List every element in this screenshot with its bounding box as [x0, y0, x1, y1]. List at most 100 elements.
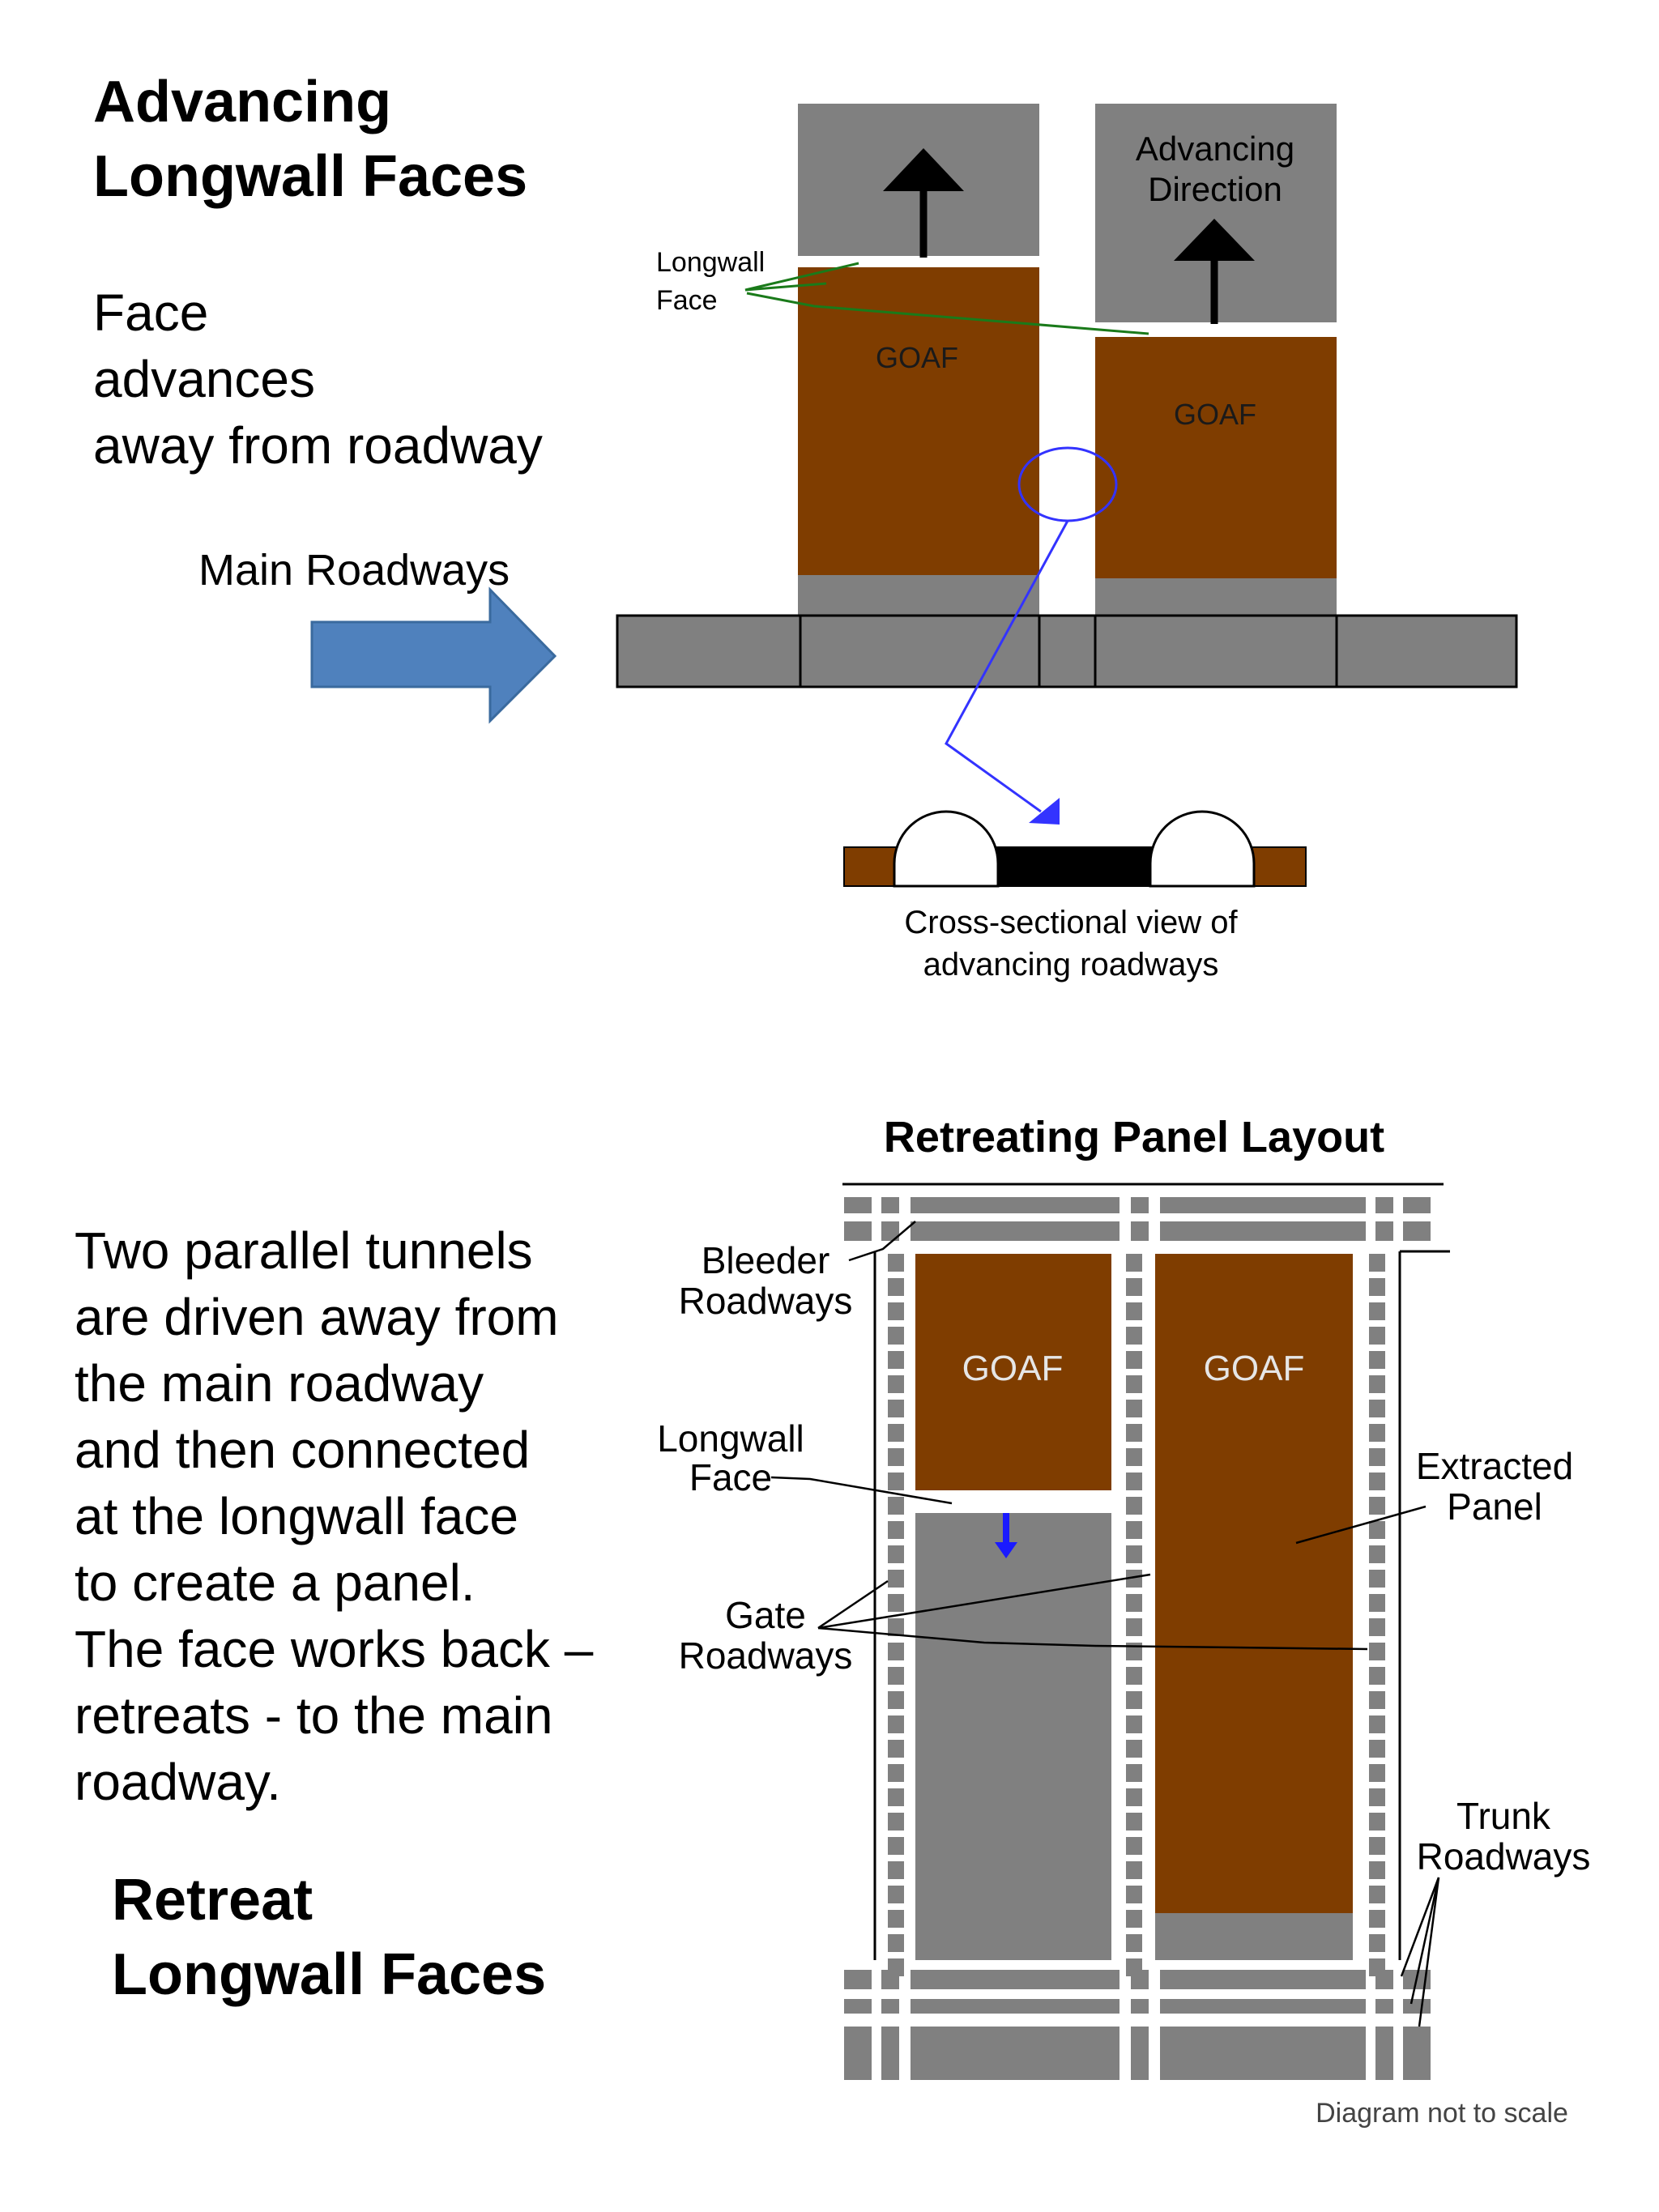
- retreat-desc-line8: retreats - to the main: [75, 1686, 552, 1745]
- gate-roadways-dashed: [888, 1254, 1385, 1976]
- gate-roadway-segment: [1369, 1448, 1385, 1466]
- advancing-title-line2: Longwall Faces: [93, 144, 527, 209]
- extracted-label-line2: Panel: [1447, 1485, 1542, 1528]
- gate-roadway-segment: [888, 1570, 904, 1588]
- zoom-leader-arrowhead-icon: [1029, 798, 1060, 825]
- gate-roadway-segment: [1126, 1886, 1142, 1903]
- gate-roadway-segment: [1369, 1351, 1385, 1369]
- gate-label-line1: Gate: [725, 1594, 806, 1636]
- gate-roadway-segment: [1126, 1448, 1142, 1466]
- gate-roadway-segment: [1369, 1691, 1385, 1709]
- gate-roadway-segment: [1369, 1837, 1385, 1855]
- retreat-desc-line5: at the longwall face: [75, 1487, 518, 1545]
- gate-roadway-segment: [1369, 1813, 1385, 1831]
- longwall-retreat-label-line2: Face: [689, 1456, 772, 1498]
- gate-roadway-segment: [888, 1691, 904, 1709]
- gate-roadway-segment: [1369, 1910, 1385, 1928]
- gate-roadway-segment: [1126, 1473, 1142, 1490]
- retreat-goaf-right-label: GOAF: [1204, 1349, 1305, 1388]
- trunk-leaders: [1400, 1877, 1440, 2027]
- retreat-unmined-right: [1155, 1913, 1353, 1960]
- gate-strip-left: [798, 575, 1039, 616]
- gate-roadway-segment: [1369, 1643, 1385, 1660]
- trunk-label-line1: Trunk: [1456, 1795, 1551, 1837]
- retreat-unmined-left: [915, 1513, 1111, 1960]
- gate-roadway-segment: [888, 1400, 904, 1417]
- extracted-leader: [1295, 1505, 1427, 1545]
- gate-roadway-segment: [888, 1861, 904, 1879]
- goaf-label-right: GOAF: [1174, 398, 1256, 431]
- longwall-leader-upper: [744, 262, 859, 292]
- gate-roadway-segment: [1126, 1570, 1142, 1588]
- gate-roadway-segment: [1126, 1254, 1142, 1272]
- gate-roadway-segment: [1126, 1813, 1142, 1831]
- gate-roadway-segment: [1369, 1667, 1385, 1685]
- advancing-desc-line3: away from roadway: [93, 416, 543, 475]
- gate-roadway-segment: [888, 1521, 904, 1539]
- goaf-panel-right: [1095, 337, 1337, 578]
- gate-label-line2: Roadways: [679, 1634, 853, 1677]
- gate-roadway-segment: [888, 1643, 904, 1660]
- retreat-desc-line7: The face works back –: [75, 1620, 594, 1678]
- gate-roadway-segment: [888, 1910, 904, 1928]
- gate-roadway-segment: [1126, 1327, 1142, 1345]
- gate-roadway-segment: [1126, 1618, 1142, 1636]
- not-to-scale-note: Diagram not to scale: [1316, 2098, 1568, 2129]
- gate-roadway-segment: [1126, 1837, 1142, 1855]
- main-roadway-bar: [616, 614, 1518, 688]
- gate-roadway-segment: [888, 1813, 904, 1831]
- gate-roadway-segment: [1126, 1375, 1142, 1393]
- gate-roadway-segment: [1369, 1521, 1385, 1539]
- gate-roadway-segment: [1126, 1497, 1142, 1515]
- gate-roadway-segment: [1126, 1715, 1142, 1733]
- gate-roadway-segment: [888, 1788, 904, 1806]
- gate-roadway-segment: [1126, 1351, 1142, 1369]
- gate-roadway-segment: [1126, 1910, 1142, 1928]
- gate-roadway-segment: [888, 1764, 904, 1782]
- gate-roadway-segment: [888, 1254, 904, 1272]
- goaf-panel-left: [798, 267, 1039, 575]
- gate-roadway-segment: [1369, 1934, 1385, 1952]
- gate-roadway-segment: [1126, 1861, 1142, 1879]
- gate-roadway-segment: [888, 1740, 904, 1758]
- bleeder-label-line1: Bleeder: [702, 1239, 830, 1281]
- retreat-desc-line6: to create a panel.: [75, 1554, 476, 1612]
- gate-roadway-segment: [888, 1715, 904, 1733]
- retreat-desc-line3: the main roadway: [75, 1354, 484, 1413]
- advancing-desc-line1: Face: [93, 283, 208, 342]
- gate-roadway-segment: [1369, 1788, 1385, 1806]
- extracted-label-line1: Extracted: [1416, 1445, 1573, 1487]
- gate-roadway-segment: [1126, 1278, 1142, 1296]
- longwall-face-label-line2: Face: [656, 285, 718, 316]
- main-roadways-arrow-icon: [310, 586, 557, 724]
- bleeder-leader: [848, 1221, 916, 1262]
- retreat-goaf-left-label: GOAF: [962, 1349, 1064, 1388]
- retreat-desc-line2: are driven away from: [75, 1288, 559, 1346]
- cross-section-caption-line1: Cross-sectional view of: [904, 905, 1238, 940]
- advancing-direction-line2: Direction: [1148, 170, 1282, 208]
- gate-roadway-segment: [1369, 1302, 1385, 1320]
- gate-roadway-segment: [1369, 1473, 1385, 1490]
- gate-roadway-segment: [1126, 1764, 1142, 1782]
- cross-section-view: [843, 810, 1307, 888]
- retreat-desc-line1: Two parallel tunnels: [75, 1221, 533, 1280]
- retreat-title-line2: Longwall Faces: [112, 1942, 546, 2007]
- longwall-retreat-label-line1: Longwall: [657, 1417, 804, 1460]
- gate-roadway-segment: [1369, 1497, 1385, 1515]
- gate-roadway-segment: [888, 1934, 904, 1952]
- gate-roadway-segment: [1369, 1254, 1385, 1272]
- gate-roadway-segment: [888, 1667, 904, 1685]
- gate-roadway-segment: [1369, 1375, 1385, 1393]
- gate-roadway-segment: [1369, 1764, 1385, 1782]
- gate-roadway-segment: [1126, 1740, 1142, 1758]
- gate-roadway-segment: [888, 1886, 904, 1903]
- gate-roadway-segment: [1126, 1424, 1142, 1442]
- gate-roadway-segment: [1126, 1302, 1142, 1320]
- gate-roadway-segment: [888, 1327, 904, 1345]
- advancing-desc-line2: advances: [93, 350, 315, 408]
- gate-roadway-segment: [888, 1424, 904, 1442]
- gate-roadway-segment: [888, 1594, 904, 1612]
- gate-roadway-segment: [1126, 1691, 1142, 1709]
- gate-roadway-segment: [1369, 1327, 1385, 1345]
